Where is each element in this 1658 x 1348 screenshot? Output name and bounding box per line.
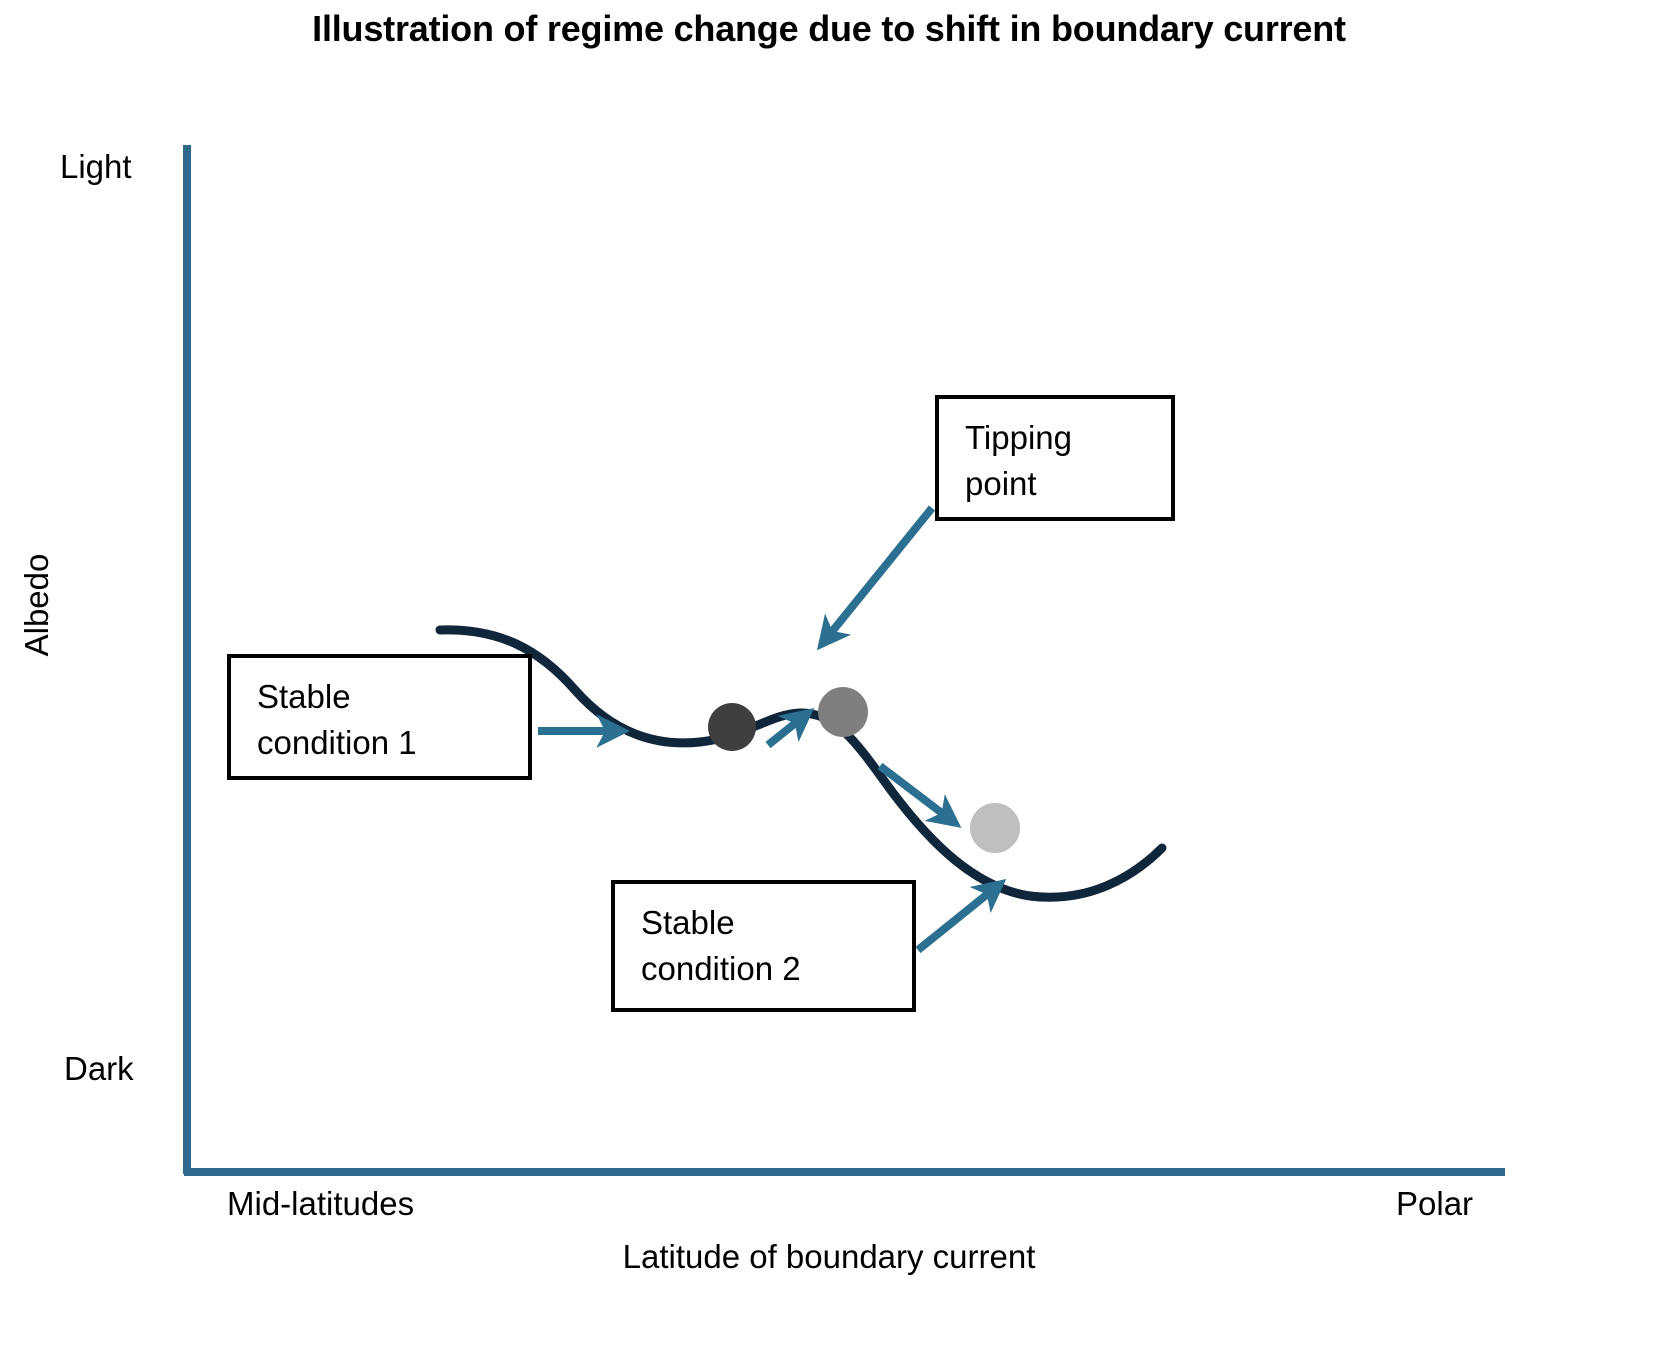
y-axis-tick-light: Light (60, 148, 132, 185)
arrow-stable2-to-curve (915, 878, 1007, 954)
y-axis-title: Albedo (18, 553, 55, 657)
callout-tipping-point: Tipping point (935, 395, 1175, 521)
page-title: Illustration of regime change due to shi… (312, 8, 1346, 49)
x-axis-tick-mid-latitudes: Mid-latitudes (227, 1185, 415, 1222)
arrow-tipping-to-curve (816, 505, 936, 651)
x-axis-title: Latitude of boundary current (622, 1238, 1036, 1275)
albedo-curve (435, 625, 1167, 902)
callout-stable-condition-2: Stable condition 2 (611, 880, 916, 1012)
ball-descending (970, 803, 1020, 853)
ball-tipping-point (818, 687, 868, 737)
arrow-ball2-to-ball3 (877, 762, 962, 828)
arrow-ball1-to-ball2 (765, 708, 815, 749)
callout-stable-condition-1: Stable condition 1 (227, 654, 532, 780)
x-axis-tick-polar: Polar (1396, 1185, 1474, 1222)
ball-stable-1 (708, 703, 756, 751)
y-axis-tick-dark: Dark (64, 1050, 134, 1087)
